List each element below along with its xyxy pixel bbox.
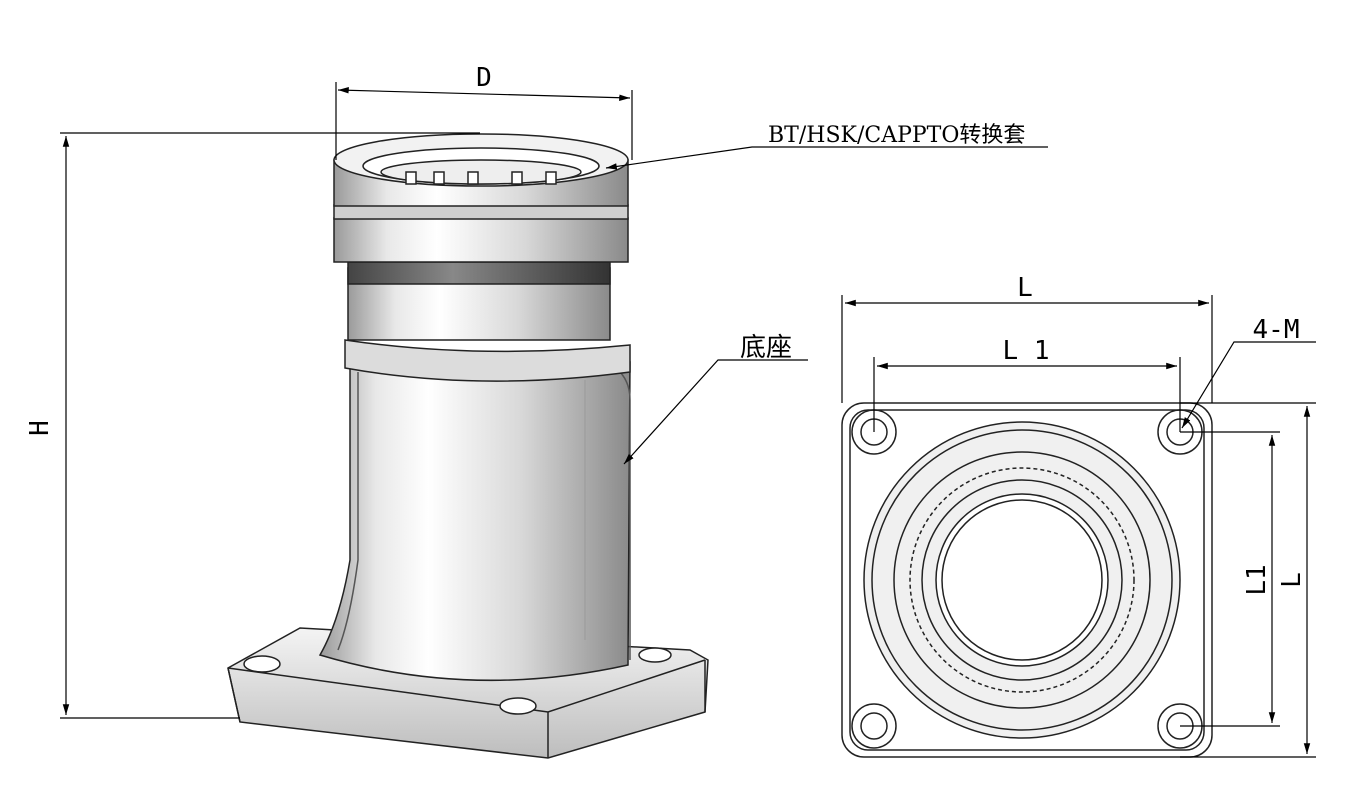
base-label: 底座: [740, 333, 792, 363]
dim-l-top-label: L: [1017, 273, 1033, 303]
dim-d-label: D: [476, 63, 492, 93]
dim-4m-label: 4-M: [1253, 315, 1300, 345]
base-body: [318, 319, 631, 682]
dim-l1-side-label: L1: [1242, 564, 1272, 595]
isometric-view: [227, 133, 709, 759]
dim-l1-top-label: L 1: [1003, 336, 1050, 366]
top-view-rings: [863, 421, 1181, 739]
conversion-sleeve: [333, 133, 629, 341]
dim-h-label: H: [25, 420, 55, 436]
dim-l-side-label: L: [1277, 572, 1307, 588]
top-view-plate: [841, 402, 1213, 758]
sleeve-label: BT/HSK/CAPPTO转换套: [768, 123, 1025, 148]
top-view: [841, 402, 1213, 758]
